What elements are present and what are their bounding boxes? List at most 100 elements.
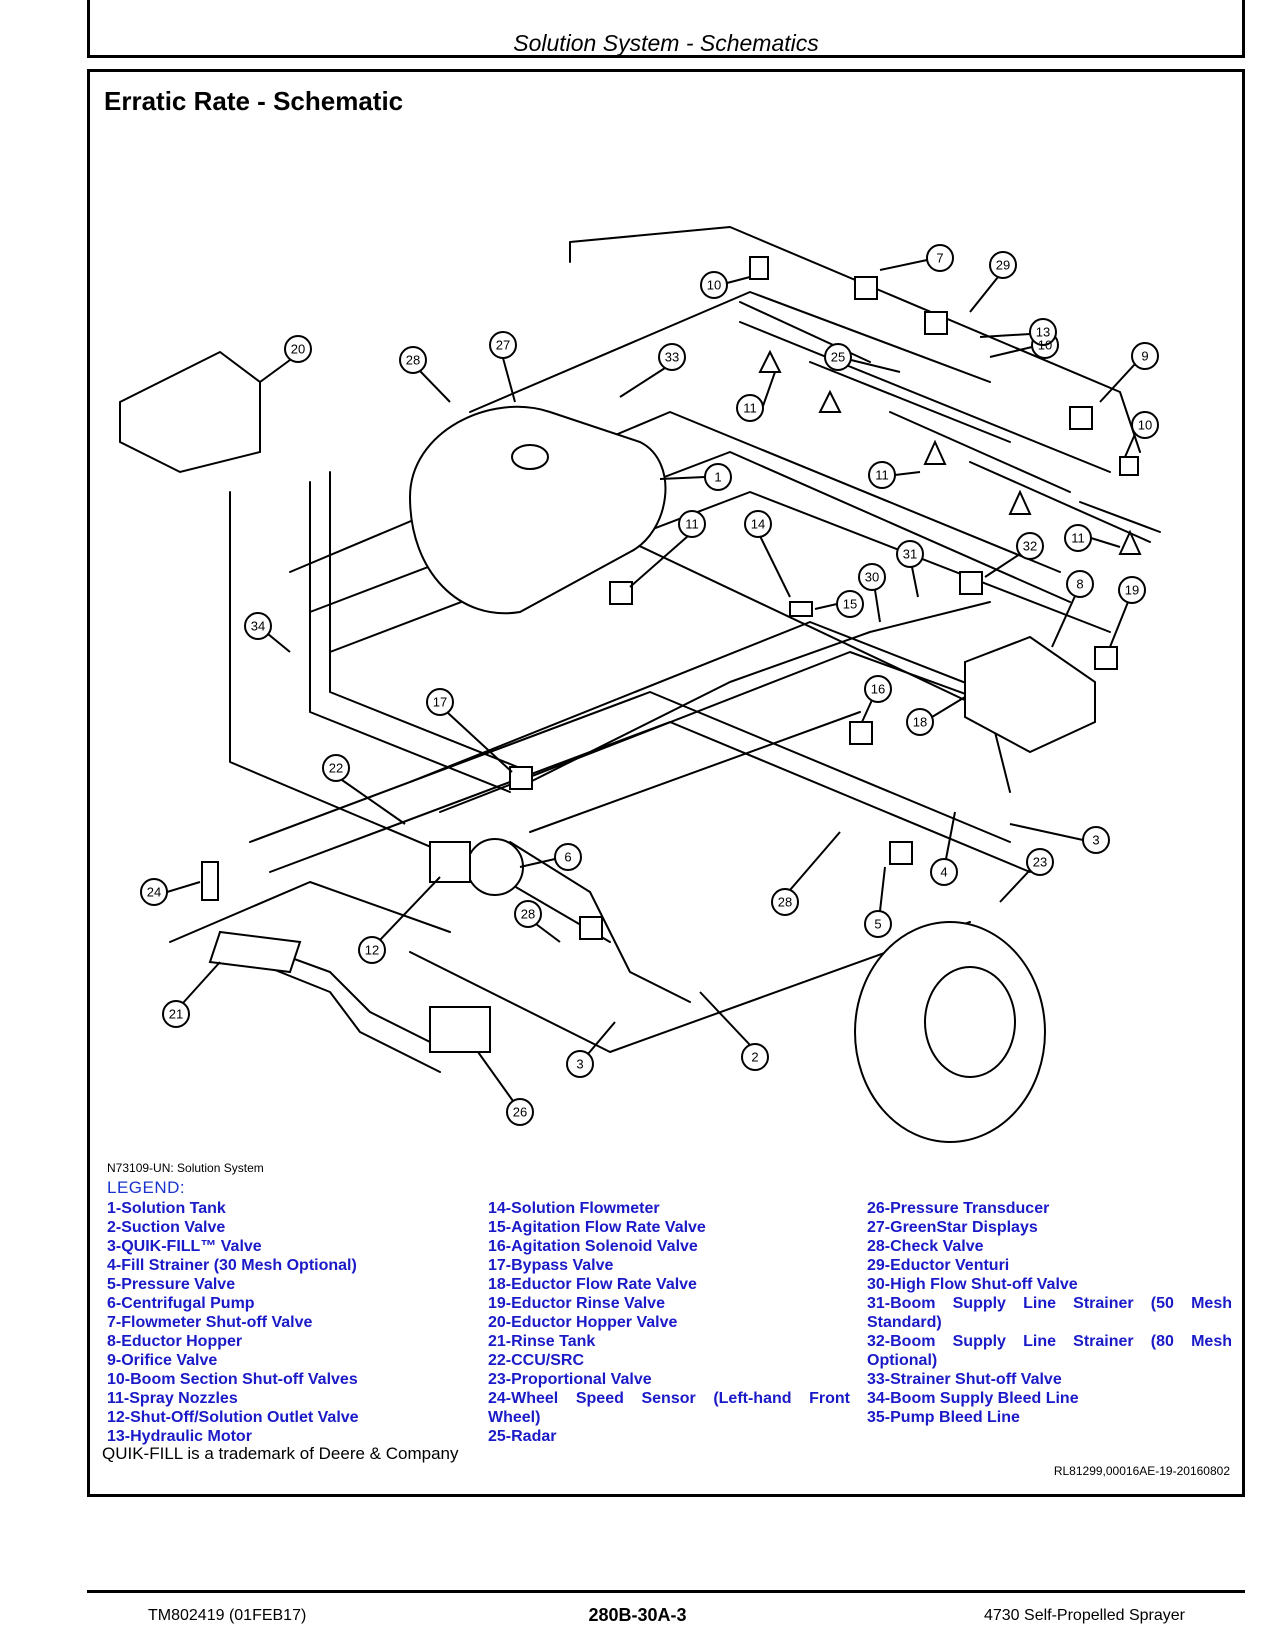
callout-label: 31 xyxy=(903,547,917,562)
callout-label: 22 xyxy=(329,761,343,776)
callout-label: 25 xyxy=(831,350,845,365)
bottom-frame xyxy=(409,921,971,1053)
figure-caption: N73109-UN: Solution System xyxy=(107,1161,264,1175)
suction-line xyxy=(509,841,691,1003)
spray-nozzle xyxy=(923,439,947,465)
callout-label: 10 xyxy=(1138,418,1152,433)
callout-label: 24 xyxy=(147,885,161,900)
line-35 xyxy=(309,481,511,793)
section-title: Solution System - Schematics xyxy=(513,30,819,56)
pump-bleed-line xyxy=(229,491,611,943)
legend-column-2: 14-Solution Flowmeter 15-Agitation Flow … xyxy=(488,1199,850,1446)
legend-column-1: 1-Solution Tank 2-Suction Valve 3-QUIK-F… xyxy=(107,1199,477,1446)
solution-system-schematic: 1 2 3 3 4 5 6 7 8 9 10 10 10 11 11 11 11… xyxy=(119,226,1161,1143)
line-35b xyxy=(329,471,531,773)
callout-label: 9 xyxy=(1141,349,1148,364)
manual-id: TM802419 (01FEB17) xyxy=(148,1607,307,1624)
legend-item: 6-Centrifugal Pump xyxy=(107,1295,255,1312)
header-frame: Solution System - Schematics xyxy=(87,0,1245,58)
callout-label: 21 xyxy=(169,1007,183,1022)
legend-item: 4-Fill Strainer (30 Mesh Optional) xyxy=(107,1257,357,1274)
valve xyxy=(789,601,813,617)
rinse-tank xyxy=(119,350,261,474)
callout-label: 29 xyxy=(996,258,1010,273)
callout-label: 32 xyxy=(1023,539,1037,554)
boom-bar-5 xyxy=(1079,501,1161,533)
boom-bar-3 xyxy=(889,411,1071,493)
legend-item: 23-Proportional Valve xyxy=(488,1371,652,1388)
legend-item: 2-Suction Valve xyxy=(107,1219,226,1236)
callout-label: 3 xyxy=(576,1057,583,1072)
valve xyxy=(959,571,983,595)
legend-item: 33-Strainer Shut-off Valve xyxy=(867,1371,1062,1388)
spray-nozzle xyxy=(818,389,842,413)
callout-label: 16 xyxy=(871,682,885,697)
callout-label: 3 xyxy=(1092,833,1099,848)
valve xyxy=(924,311,948,335)
callout-label: 26 xyxy=(513,1105,527,1120)
tank-lid xyxy=(511,444,549,470)
legend-item: 14-Solution Flowmeter xyxy=(488,1200,660,1217)
legend-item: 18-Eductor Flow Rate Valve xyxy=(488,1276,697,1293)
callout-label: 11 xyxy=(1071,531,1085,546)
frame-cross-4 xyxy=(269,721,1031,873)
frame-cross-1 xyxy=(409,621,1041,783)
callout-label: 7 xyxy=(936,251,943,266)
ccu-box xyxy=(208,930,302,974)
boom-bar-4 xyxy=(969,461,1151,543)
callout-label: 10 xyxy=(1038,338,1052,353)
boom-supply-line xyxy=(569,226,1141,453)
product-name: 4730 Self-Propelled Sprayer xyxy=(983,1607,1185,1624)
callout-label: 20 xyxy=(291,342,305,357)
spray-nozzle xyxy=(1008,489,1032,515)
valve xyxy=(849,721,873,745)
legend-item: 24-Wheel Speed Sensor (Left-hand Front W… xyxy=(488,1390,850,1426)
legend-item: 31-Boom Supply Line Strainer (50 Mesh St… xyxy=(867,1295,1232,1331)
legend-item: 34-Boom Supply Bleed Line xyxy=(867,1390,1079,1407)
callout-label: 17 xyxy=(433,695,447,710)
figure-frame: Erratic Rate - Schematic xyxy=(87,69,1245,1497)
valve xyxy=(609,581,633,605)
callout-label: 2 xyxy=(751,1050,758,1065)
legend-item: 7-Flowmeter Shut-off Valve xyxy=(107,1314,313,1331)
diagram-title: Erratic Rate - Schematic xyxy=(104,86,404,116)
callout-label: 10 xyxy=(707,278,721,293)
legend-item: 30-High Flow Shut-off Valve xyxy=(867,1276,1078,1293)
callout-label: 28 xyxy=(521,907,535,922)
legend-item: 35-Pump Bleed Line xyxy=(867,1409,1020,1426)
hydraulic-motor xyxy=(429,841,471,883)
callout-label: 23 xyxy=(1033,855,1047,870)
valve xyxy=(509,766,533,790)
legend-heading: LEGEND: xyxy=(107,1178,186,1197)
frame-cross-3 xyxy=(249,691,1011,843)
callout-label: 11 xyxy=(875,468,889,483)
legend-item: 25-Radar xyxy=(488,1428,557,1445)
rear-pipe xyxy=(469,291,991,413)
eductor-hopper xyxy=(964,635,1096,754)
cable-bundle-2 xyxy=(229,951,441,1073)
centrifugal-pump xyxy=(466,838,524,896)
pump-outlet-line xyxy=(529,711,861,833)
legend-item: 11-Spray Nozzles xyxy=(107,1390,238,1407)
legend-item: 3-QUIK-FILL™ Valve xyxy=(107,1238,262,1255)
legend-item: 29-Eductor Venturi xyxy=(867,1257,1010,1274)
legend-item: 22-CCU/SRC xyxy=(488,1352,585,1369)
valve xyxy=(889,841,913,865)
eductor-line xyxy=(529,601,991,783)
callout-label: 19 xyxy=(1125,583,1139,598)
legend-item: 20-Eductor Hopper Valve xyxy=(488,1314,678,1331)
legend-item: 26-Pressure Transducer xyxy=(867,1200,1050,1217)
valve xyxy=(1094,646,1118,670)
return-line xyxy=(609,531,1011,793)
valve xyxy=(854,276,878,300)
callout-label: 30 xyxy=(865,570,879,585)
legend-item: 15-Agitation Flow Rate Valve xyxy=(488,1219,706,1236)
callout-label: 34 xyxy=(251,619,265,634)
legend-column-3: 26-Pressure Transducer 27-GreenStar Disp… xyxy=(867,1199,1232,1427)
callout-label: 18 xyxy=(913,715,927,730)
callout-label: 13 xyxy=(1036,325,1050,340)
callout-label: 1 xyxy=(714,470,721,485)
callout-label: 15 xyxy=(843,597,857,612)
legend-item: 16-Agitation Solenoid Valve xyxy=(488,1238,698,1255)
legend-item: 5-Pressure Valve xyxy=(107,1276,236,1293)
